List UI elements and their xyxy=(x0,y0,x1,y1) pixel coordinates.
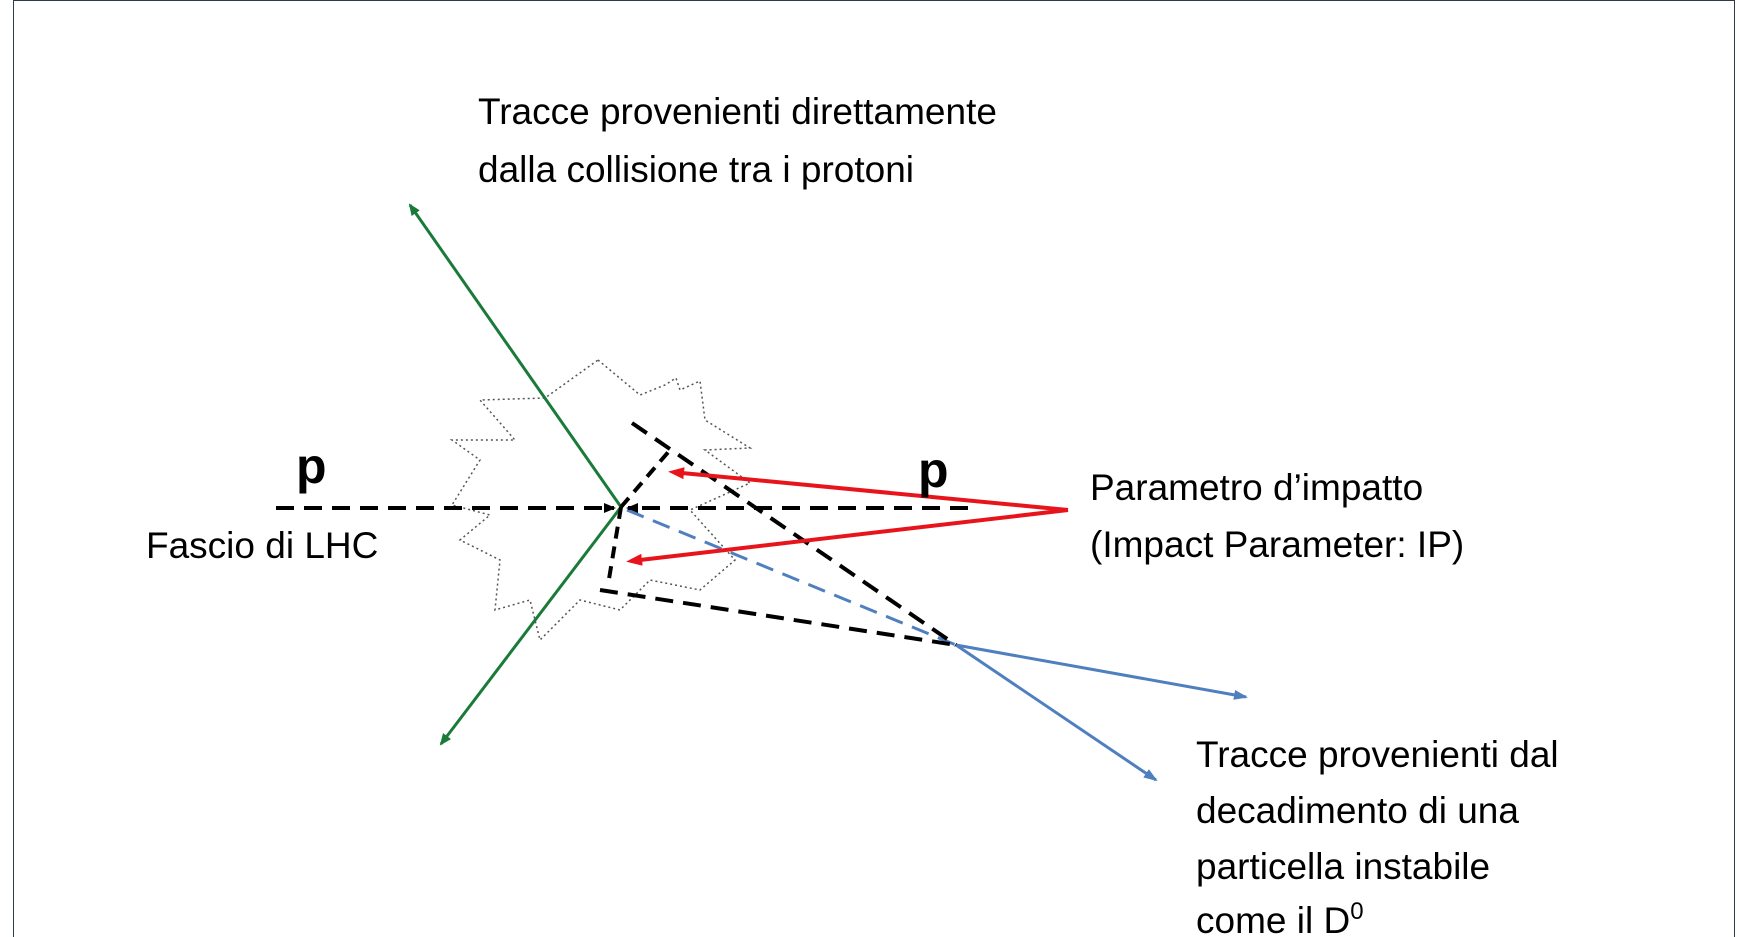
decay-track-lower xyxy=(955,643,1158,782)
extrapolated-track-upper xyxy=(630,421,958,647)
d0-superscript: 0 xyxy=(1350,898,1363,925)
decay-tracks-label-text: come il D xyxy=(1196,900,1350,937)
flight-path xyxy=(626,508,957,647)
proton-left-label: p xyxy=(296,438,327,494)
decay-tracks-label-line2: decadimento di una xyxy=(1196,790,1519,831)
beam-label: Fascio di LHC xyxy=(146,525,378,566)
primary-track-upper xyxy=(408,203,623,508)
slide-frame xyxy=(13,0,1735,937)
proton-right-label: p xyxy=(918,442,949,498)
impact-parameter-label-line2: (Impact Parameter: IP) xyxy=(1090,524,1464,565)
primary-tracks-label-line2: dalla collisione tra i protoni xyxy=(478,149,914,190)
decay-tracks-label-line3: particella instabile xyxy=(1196,846,1490,887)
decay-tracks-label-line4: come il D0 xyxy=(1196,898,1364,937)
impact-parameter-label-line1: Parametro d’impatto xyxy=(1090,467,1423,508)
decay-tracks-label-line1: Tracce provenienti dal xyxy=(1196,734,1559,775)
primary-track-lower xyxy=(439,506,623,746)
primary-tracks-label-line1: Tracce provenienti direttamente xyxy=(478,91,997,132)
ip-arrow-upper xyxy=(668,467,1069,512)
ip-perpendicular-upper xyxy=(619,448,672,509)
ip-arrow-lower xyxy=(626,508,1069,566)
decay-track-upper xyxy=(955,643,1248,700)
ip-perpendicular-lower xyxy=(606,506,623,586)
extrapolated-track-lower xyxy=(599,588,957,647)
collision-burst xyxy=(449,359,753,642)
